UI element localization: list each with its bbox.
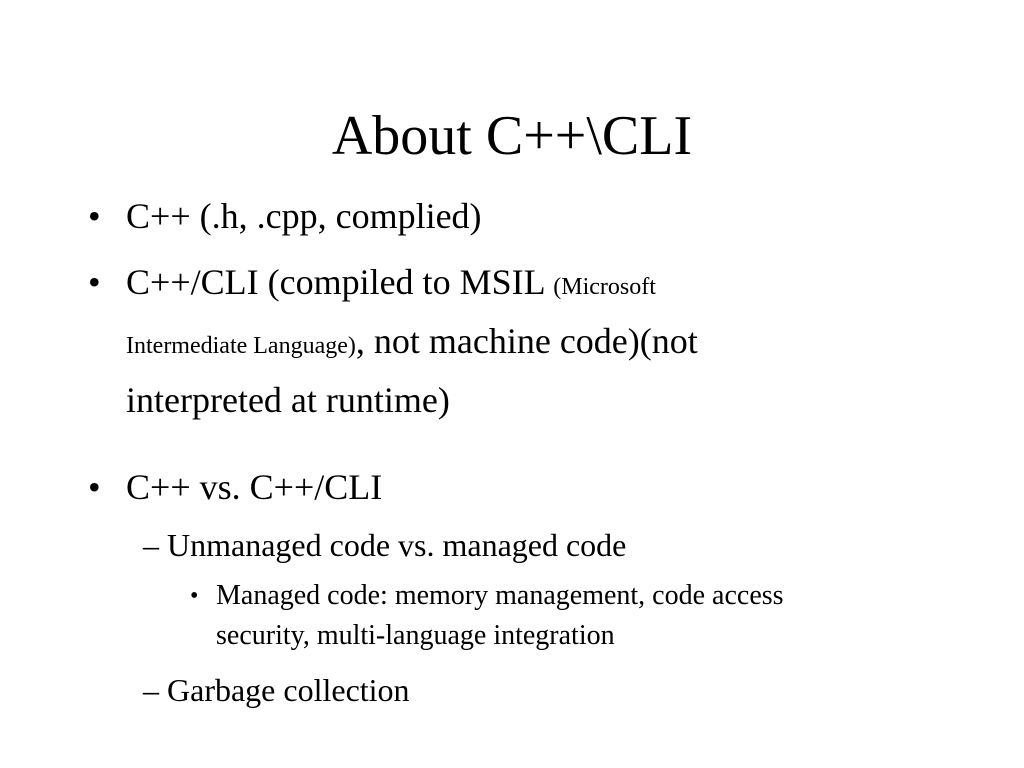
bullet-marker: •	[88, 467, 101, 507]
bullet-text: , not machine code)(not	[355, 321, 698, 361]
bullet-item: • C++ (.h, .cpp, complied)	[88, 189, 482, 243]
bullet-line: Intermediate Language), not machine code…	[126, 314, 698, 373]
bullet-text-small: Intermediate Language)	[126, 333, 356, 359]
bullet-text-small: (Microsoft	[553, 274, 656, 300]
bullet-item: • C++ vs. C++/CLI	[88, 460, 383, 514]
bullet-marker: •	[88, 196, 101, 236]
sub-bullet-marker: –	[143, 672, 159, 708]
bullet-text: C++ (.h, .cpp, complied)	[126, 196, 482, 236]
sub-bullet-item: – Garbage collection	[143, 667, 410, 713]
bullet-marker: •	[88, 262, 101, 302]
bullet-item: • C++/CLI (compiled to MSIL (Microsoft I…	[88, 255, 698, 427]
sub-bullet-text: Unmanaged code vs. managed code	[167, 527, 627, 563]
bullet-text: interpreted at runtime)	[126, 380, 450, 420]
slide-title: About C++\CLI	[331, 105, 693, 167]
bullet-line: interpreted at runtime)	[126, 373, 698, 427]
sub-bullet-marker: –	[143, 527, 159, 563]
sub-sub-bullet-line: security, multi-language integration	[216, 620, 615, 651]
sub-bullet-text: Garbage collection	[167, 672, 410, 708]
sub-sub-bullet-marker: •	[190, 583, 199, 609]
bullet-text: C++ vs. C++/CLI	[126, 467, 383, 507]
sub-sub-bullet-line: Managed code: memory management, code ac…	[216, 580, 784, 611]
sub-bullet-item: – Unmanaged code vs. managed code	[143, 522, 626, 568]
bullet-line: C++/CLI (compiled to MSIL (Microsoft	[126, 255, 698, 314]
bullet-text: C++/CLI (compiled to MSIL	[126, 262, 554, 302]
sub-sub-bullet-item: • Managed code: memory management, code …	[190, 576, 784, 656]
